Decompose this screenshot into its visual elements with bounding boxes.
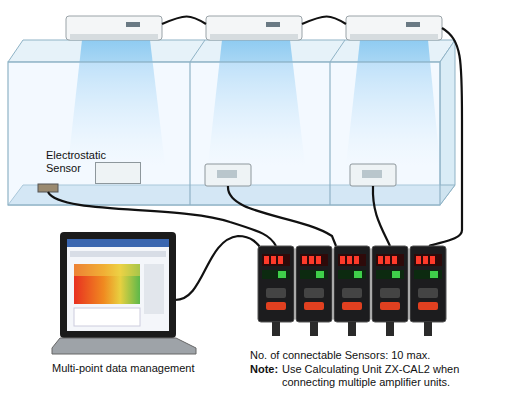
note-text: No. of connectable Sensors: 10 max. — [250, 349, 520, 362]
tank-divider — [189, 62, 190, 205]
laptop-base — [52, 338, 196, 354]
ionizer-cable — [162, 17, 206, 25]
electrostatic-sensor — [205, 164, 251, 186]
electrostatic-sensor: Electrostatic Sensor — [95, 162, 141, 184]
amplifier-unit — [258, 246, 294, 336]
electrostatic-sensor — [350, 164, 396, 186]
amplifier-unit — [334, 246, 370, 336]
laptop: Multi-point data management — [52, 232, 196, 354]
amplifier-unit — [296, 246, 332, 336]
window-toolbar — [70, 251, 166, 257]
amplifier-unit — [372, 246, 408, 336]
node-label: Multi-point data management — [52, 362, 242, 375]
ionizer — [66, 16, 162, 40]
amplifier-unit — [410, 246, 446, 336]
laptop-cable — [175, 236, 262, 300]
tank-divider — [329, 62, 330, 205]
chart-sidepanel — [144, 264, 164, 314]
note-text: Use Calculating Unit ZX-CAL2 when connec… — [282, 363, 497, 389]
ionizer-cable — [302, 17, 346, 25]
tank-side — [440, 40, 455, 205]
tank-front — [8, 62, 440, 205]
chart-table — [74, 308, 140, 326]
sensor-cable — [373, 186, 390, 246]
sensor-probe — [38, 184, 58, 192]
chart-area — [74, 264, 140, 304]
window-titlebar — [67, 239, 169, 247]
tank-divider — [190, 40, 205, 62]
ionizer — [206, 16, 302, 40]
laptop-screen-bezel — [60, 232, 176, 338]
ionizer-cable — [429, 28, 462, 246]
node-label: Electrostatic Sensor — [46, 149, 126, 175]
laptop-screen — [67, 239, 169, 331]
ionizer — [346, 16, 442, 40]
tank-divider — [330, 40, 345, 62]
chart-band — [74, 264, 140, 276]
